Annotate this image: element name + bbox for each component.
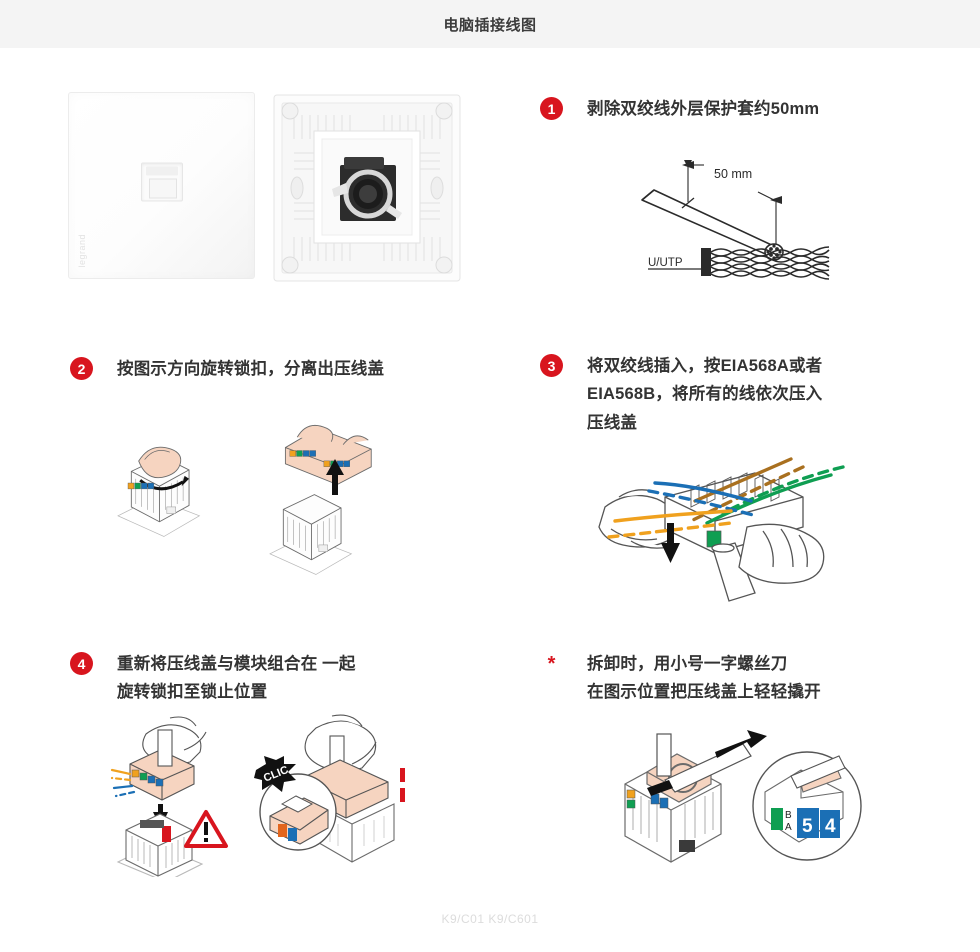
step-2: 2 按图示方向旋转锁扣，分离出压线盖 bbox=[70, 355, 384, 383]
scheme-b-label: B bbox=[785, 810, 792, 821]
pry-arrow bbox=[715, 730, 767, 758]
step-1-badge: 1 bbox=[540, 97, 563, 120]
step-1-text: 剥除双绞线外层保护套约50mm bbox=[587, 100, 820, 118]
step-3-text: 将双绞线插入，按EIA568A或者 EIA568B，将所有的线依次压入 压线盖 bbox=[587, 357, 823, 432]
step-3-illustration bbox=[595, 445, 925, 610]
click-burst: CLIC bbox=[254, 756, 296, 792]
pin-5-label: 5 bbox=[802, 816, 813, 837]
step-3: 3 将双绞线插入，按EIA568A或者 EIA568B，将所有的线依次压入 压线… bbox=[540, 352, 822, 437]
step-4: 4 重新将压线盖与模块组合在 一起 旋转锁扣至锁止位置 bbox=[70, 650, 356, 707]
step-2-badge: 2 bbox=[70, 357, 93, 380]
step-2-text: 按图示方向旋转锁扣，分离出压线盖 bbox=[117, 360, 385, 378]
step-4-illustration: CLIC bbox=[110, 712, 420, 883]
step-note-illustration: B A 5 4 bbox=[595, 722, 885, 887]
detail-magnifier bbox=[259, 773, 337, 851]
detail-magnifier-note: B A 5 4 bbox=[752, 751, 862, 861]
scheme-a-label: A bbox=[785, 822, 792, 833]
step-4-text: 重新将压线盖与模块组合在 一起 旋转锁扣至锁止位置 bbox=[117, 655, 356, 702]
warning-triangle-icon bbox=[184, 810, 228, 848]
note-text: 拆卸时，用小号一字螺丝刀 在图示位置把压线盖上轻轻撬开 bbox=[587, 655, 821, 702]
faceplate-front-photo: legrand bbox=[68, 92, 255, 279]
step-note: * 拆卸时，用小号一字螺丝刀 在图示位置把压线盖上轻轻撬开 bbox=[540, 650, 821, 707]
faceplate-rear-photo bbox=[272, 93, 462, 283]
separation-arrow bbox=[326, 459, 344, 495]
note-asterisk-badge: * bbox=[547, 653, 556, 675]
step-4-badge: 4 bbox=[70, 652, 93, 675]
press-down-arrow bbox=[661, 523, 680, 563]
page-title: 电脑插接线图 bbox=[443, 16, 537, 34]
cable-type-label: U/UTP bbox=[648, 257, 683, 269]
step-1-illustration: 50 mm bbox=[620, 148, 880, 293]
model-numbers: K9/C01 K9/C601 bbox=[441, 912, 539, 926]
step-3-badge: 3 bbox=[540, 354, 563, 377]
dimension-label-50mm: 50 mm bbox=[714, 167, 752, 181]
rj45-port-icon bbox=[140, 162, 183, 202]
step-2-illustration bbox=[110, 405, 410, 600]
page-header: 电脑插接线图 bbox=[0, 0, 980, 48]
pin-4-label: 4 bbox=[825, 816, 836, 837]
step-1-utp-illustration: U/UTP bbox=[645, 232, 875, 293]
step-1: 1 剥除双绞线外层保护套约50mm bbox=[540, 95, 819, 123]
legrand-logo: legrand bbox=[77, 234, 87, 268]
